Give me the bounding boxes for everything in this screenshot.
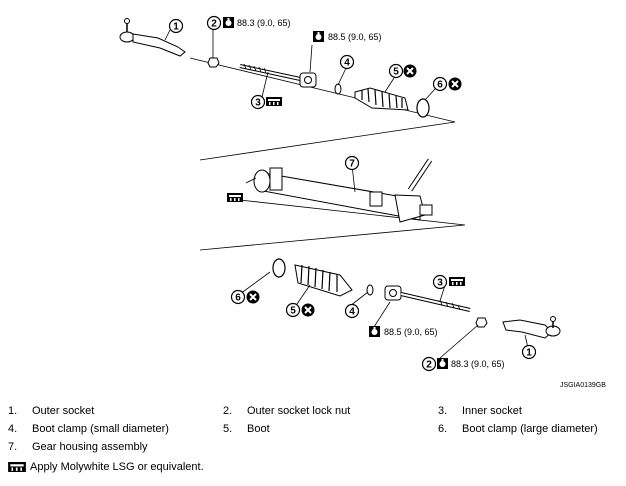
callout-1-top: 1	[168, 18, 184, 34]
grease-application-icon	[8, 462, 26, 473]
svg-text:5: 5	[290, 306, 296, 317]
legend-item: 6.Boot clamp (large diameter)	[438, 423, 598, 435]
torque-wrench-icon	[313, 31, 324, 42]
callout-6-top: 6	[432, 76, 463, 92]
steering-gear-exploded-diagram: 1 2 88.3 (9.0, 65) 88.5 (9.0, 65) 4 5 6 …	[119, 15, 561, 372]
gear-housing-assembly	[253, 158, 433, 223]
do-not-reuse-icon	[245, 289, 261, 305]
inner-socket-top	[239, 63, 317, 88]
svg-text:3: 3	[437, 278, 443, 289]
assembly-guide-line	[189, 57, 466, 251]
legend-item: 7.Gear housing assembly	[8, 441, 148, 453]
boot-clamp-large-bottom	[272, 258, 286, 278]
callout-6-bottom: 6	[230, 289, 261, 305]
boot-top	[354, 87, 409, 111]
callout-4-top: 4	[339, 54, 355, 70]
grease-application-icon	[449, 277, 465, 286]
svg-text:1: 1	[173, 22, 179, 33]
svg-text:6: 6	[437, 80, 443, 91]
svg-text:3: 3	[255, 98, 261, 109]
callout-2-top: 2 88.3 (9.0, 65)	[206, 15, 291, 31]
legend-item: 2.Outer socket lock nut	[223, 405, 351, 417]
legend-item: 1.Outer socket	[8, 405, 95, 417]
svg-text:4: 4	[349, 307, 355, 318]
lock-nut-bottom	[475, 317, 488, 328]
svg-text:6: 6	[235, 293, 241, 304]
callout-3-top: 3	[250, 94, 282, 110]
svg-text:2: 2	[426, 360, 432, 371]
boot-bottom	[294, 264, 353, 297]
inner-socket-bottom	[384, 285, 471, 312]
callout-4-bottom: 4	[344, 303, 360, 319]
callout-torque-inner-top: 88.5 (9.0, 65)	[313, 31, 382, 42]
svg-text:5: 5	[393, 67, 399, 78]
parts-legend: 1.Outer socket 2.Outer socket lock nut 3…	[8, 405, 623, 459]
outer-socket-bottom	[502, 316, 561, 339]
grease-application-icon	[266, 97, 282, 106]
do-not-reuse-icon	[300, 302, 316, 318]
callout-7: 7	[344, 155, 360, 171]
svg-text:88.5 (9.0, 65): 88.5 (9.0, 65)	[384, 327, 438, 337]
svg-text:88.3 (9.0, 65): 88.3 (9.0, 65)	[237, 18, 291, 28]
callout-torque-inner-bottom: 88.5 (9.0, 65)	[369, 326, 438, 337]
svg-text:4: 4	[344, 58, 350, 69]
do-not-reuse-icon	[447, 76, 463, 92]
boot-clamp-large-top	[416, 98, 430, 118]
torque-wrench-icon	[223, 17, 234, 28]
svg-text:88.3 (9.0, 65): 88.3 (9.0, 65)	[451, 359, 505, 369]
callout-2-bottom: 2 88.3 (9.0, 65)	[421, 356, 505, 372]
callout-5-bottom: 5	[285, 302, 316, 318]
legend-item: 3.Inner socket	[438, 405, 522, 417]
svg-text:88.5 (9.0, 65): 88.5 (9.0, 65)	[328, 32, 382, 42]
svg-text:7: 7	[349, 159, 355, 170]
outer-socket-top	[119, 18, 186, 57]
svg-text:1: 1	[526, 348, 532, 359]
legend-item: 5.Boot	[223, 423, 270, 435]
svg-text:2: 2	[211, 19, 217, 30]
torque-wrench-icon	[369, 326, 380, 337]
lock-nut-top	[207, 57, 220, 68]
reference-code: JSGIA0139GB	[560, 382, 606, 389]
do-not-reuse-icon	[402, 63, 418, 79]
callout-3-bottom: 3	[432, 274, 465, 290]
callout-5-top: 5	[388, 63, 418, 79]
torque-wrench-icon	[437, 358, 448, 369]
legend-item: 4.Boot clamp (small diameter)	[8, 423, 169, 435]
boot-clamp-small-top	[334, 83, 342, 95]
grease-note: Apply Molywhite LSG or equivalent.	[8, 461, 204, 473]
callout-1-bottom: 1	[521, 344, 537, 360]
grease-application-icon	[227, 193, 243, 202]
boot-clamp-small-bottom	[366, 284, 374, 296]
